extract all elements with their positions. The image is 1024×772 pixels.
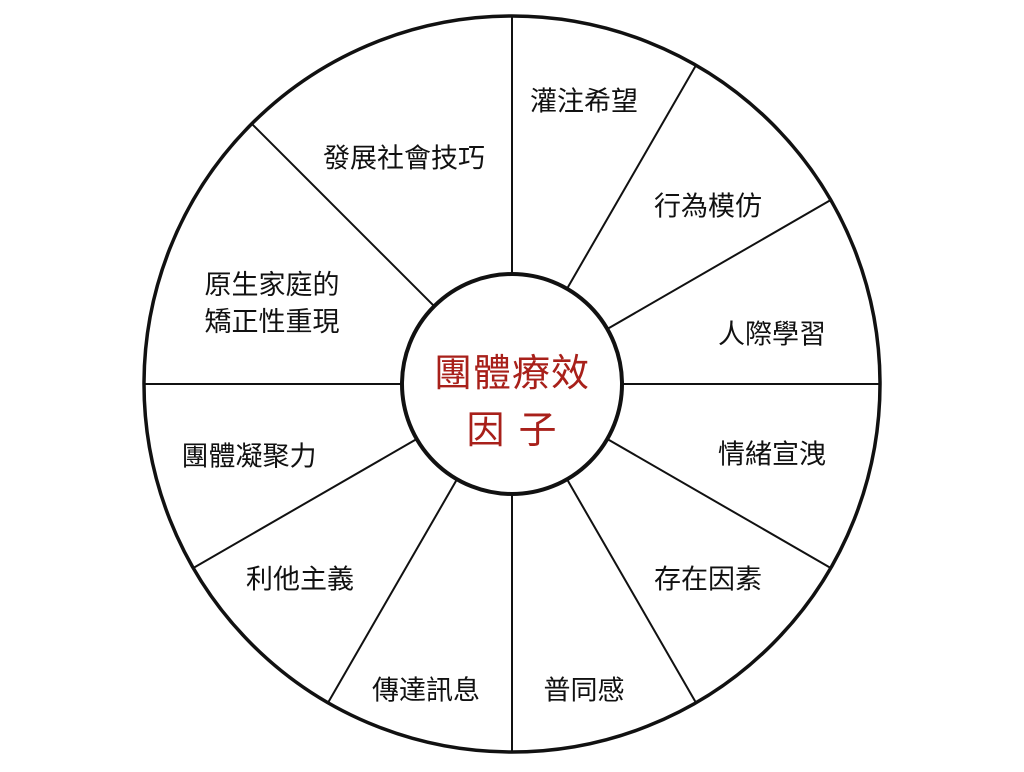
divider-line-7 (327, 478, 458, 704)
divider-line-8 (192, 438, 418, 569)
factor-label-universality: 普同感 (544, 676, 625, 707)
divider-line-2 (606, 199, 832, 330)
factor-label-imitative-behavior: 行為模仿 (654, 192, 762, 223)
factor-label-corrective-recapitulation-line2: 矯正性重現 (205, 307, 340, 338)
factor-label-altruism: 利他主義 (246, 565, 354, 596)
center-title-line1: 團體療效 (434, 351, 590, 395)
factor-label-socializing-techniques: 發展社會技巧 (323, 144, 485, 175)
divider-line-4 (606, 438, 832, 569)
spokes-group (144, 16, 880, 752)
factor-label-instillation-of-hope: 灌注希望 (530, 87, 638, 118)
outer-ring (142, 14, 882, 754)
center-title-line2: 因 子 (466, 408, 557, 452)
center-hub (400, 272, 624, 496)
factor-label-interpersonal-learning: 人際學習 (718, 320, 826, 351)
factor-label-corrective-recapitulation-line1: 原生家庭的 (205, 270, 340, 301)
factor-label-catharsis: 情緒宣洩 (718, 440, 826, 471)
factor-label-group-cohesiveness: 團體凝聚力 (182, 442, 317, 473)
divider-line-1 (566, 64, 697, 290)
divider-line-5 (566, 478, 697, 704)
divider-line-10 (251, 123, 435, 307)
factor-label-existential-factors: 存在因素 (654, 565, 762, 596)
factor-label-imparting-information: 傳達訊息 (372, 676, 480, 707)
